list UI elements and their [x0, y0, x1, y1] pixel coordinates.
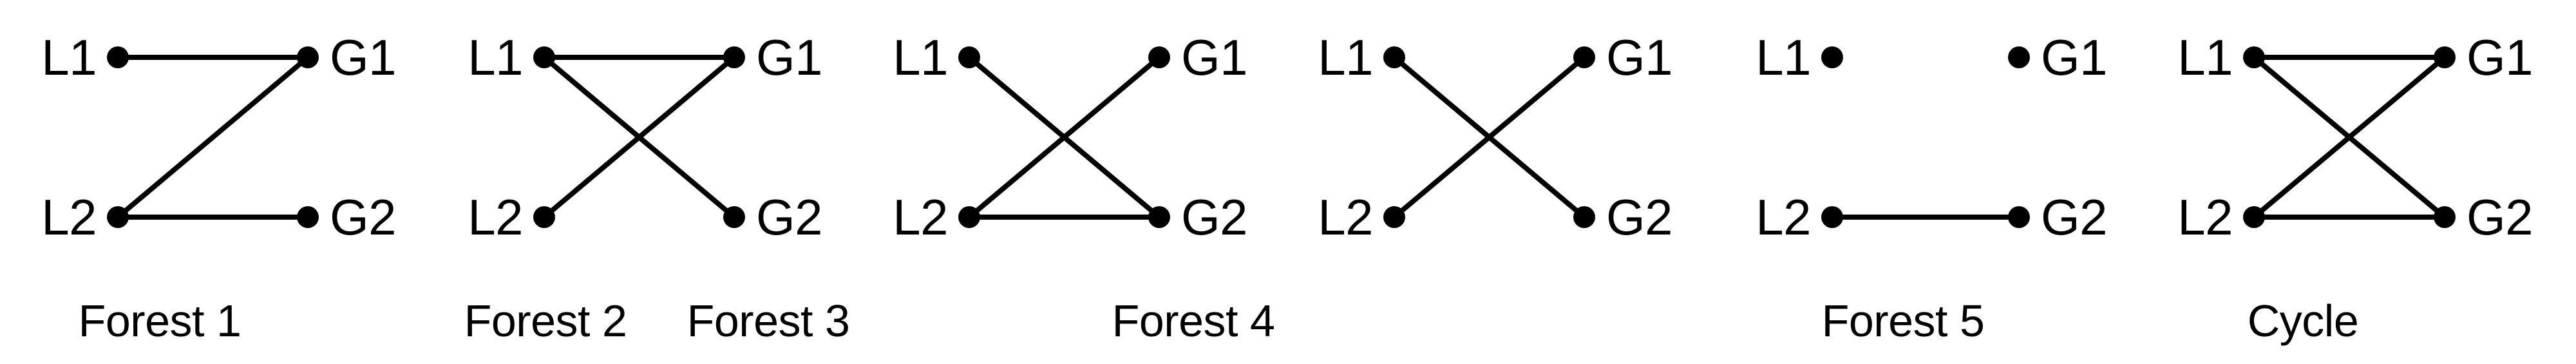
graph-node-l1 [1821, 46, 1843, 68]
panel-caption: Cycle [2247, 296, 2359, 346]
graph-node-l2 [107, 206, 129, 228]
graph-node-g2 [723, 206, 745, 228]
vertex-label-g1: G1 [1606, 29, 1673, 86]
panel-caption: Forest 1 [78, 296, 242, 346]
vertex-label-l2: L2 [1318, 189, 1373, 245]
graph-node-g2 [2434, 206, 2456, 228]
vertex-label-g2: G2 [330, 189, 397, 245]
graph-node-g1 [1573, 46, 1595, 68]
panel-caption: Forest 5 [1821, 296, 1985, 346]
vertex-label-g1: G1 [2467, 29, 2533, 86]
vertex-label-g2: G2 [756, 189, 823, 245]
vertex-label-l1: L1 [1318, 29, 1373, 86]
vertex-label-g1: G1 [2041, 29, 2108, 86]
vertex-label-g1: G1 [1181, 29, 1248, 86]
vertex-label-l2: L2 [1756, 189, 1811, 245]
graph-node-l1 [533, 46, 555, 68]
vertex-label-l1: L1 [2177, 29, 2233, 86]
graph-node-g2 [1573, 206, 1595, 228]
vertex-label-l1: L1 [41, 29, 97, 86]
graph-node-l2 [533, 206, 555, 228]
graph-node-l1 [958, 46, 980, 68]
graph-node-g1 [2434, 46, 2456, 68]
vertex-label-g1: G1 [330, 29, 397, 86]
graph-node-g2 [297, 206, 319, 228]
graph-node-l1 [1383, 46, 1405, 68]
vertex-label-l2: L2 [41, 189, 97, 245]
panel-caption: Forest 3 [687, 296, 850, 346]
graph-node-g2 [1148, 206, 1170, 228]
graph-node-g1 [1148, 46, 1170, 68]
panel-caption: Forest 4 [1112, 296, 1275, 346]
graph-edge-l2-g1 [2252, 55, 2447, 220]
vertex-label-l2: L2 [468, 189, 523, 245]
panel-caption: Forest 2 [464, 296, 627, 346]
vertex-label-g2: G2 [1606, 189, 1673, 245]
graph-edge-l2-g1 [967, 55, 1161, 220]
graph-node-l2 [1821, 206, 1843, 228]
graph-node-l2 [2243, 206, 2265, 228]
graph-node-l2 [958, 206, 980, 228]
vertex-label-g2: G2 [2041, 189, 2108, 245]
graph-node-l1 [107, 46, 129, 68]
vertex-label-g2: G2 [2467, 189, 2533, 245]
graph-node-g1 [723, 46, 745, 68]
graph-edge-l2-g1 [542, 55, 736, 220]
graph-node-l2 [1383, 206, 1405, 228]
graph-node-g2 [2008, 206, 2030, 228]
vertex-label-g2: G2 [1181, 189, 1248, 245]
vertex-label-l1: L1 [1756, 29, 1811, 86]
graph-node-l1 [2243, 46, 2265, 68]
vertex-label-l1: L1 [893, 29, 948, 86]
graph-node-g1 [2008, 46, 2030, 68]
graph-node-g1 [297, 46, 319, 68]
vertex-label-l2: L2 [2177, 189, 2233, 245]
vertex-label-g1: G1 [756, 29, 823, 86]
vertex-label-l1: L1 [468, 29, 523, 86]
vertex-label-l2: L2 [893, 189, 948, 245]
graph-edge-l2-g1 [1392, 55, 1586, 220]
graph-edge-l2-g1 [116, 55, 310, 220]
